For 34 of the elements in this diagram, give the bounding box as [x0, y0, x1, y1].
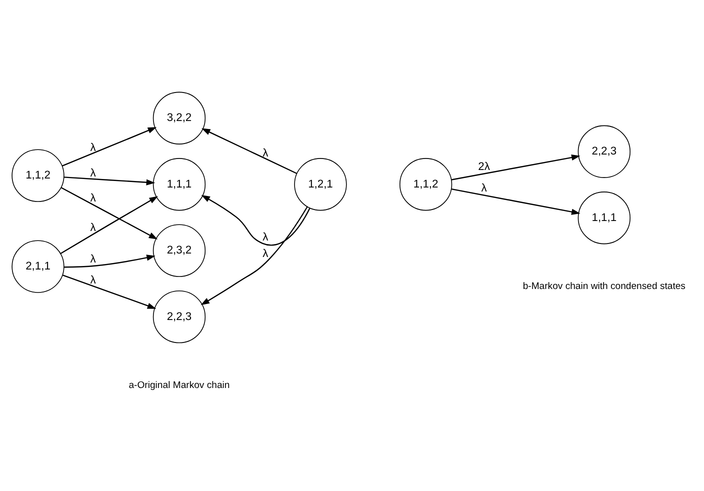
arrow [64, 176, 156, 185]
edge-label: λ [262, 147, 268, 160]
node-circle: 2,3,2 [152, 224, 206, 276]
arrow [200, 206, 308, 305]
node-circle: 1,1,1 [578, 191, 630, 244]
node-circle: 1,2,1 [294, 158, 347, 210]
edge-label: λ [90, 253, 96, 266]
edge-label: λ [90, 221, 96, 234]
arrow [451, 188, 580, 214]
arrow [201, 128, 298, 174]
node-circle: 1,1,1 [152, 158, 206, 210]
edge-label: λ [90, 192, 96, 204]
edge-label: λ [262, 230, 268, 243]
node-circle: 2,2,3 [578, 124, 630, 178]
edge-label: λ [481, 182, 487, 194]
node-circle: 1,1,2 [12, 148, 64, 202]
arrow [64, 254, 156, 268]
arrow [451, 154, 580, 180]
label: b-Markov chain with condensed states [522, 280, 686, 292]
arrow [60, 196, 158, 254]
node-circle: 3,2,2 [152, 91, 206, 144]
edge-label: λ [90, 142, 96, 154]
edge-label: λ [262, 248, 268, 260]
node-circle: 2,1,1 [12, 240, 64, 292]
label: a-Original Markov chain [128, 379, 230, 390]
arrow [201, 194, 310, 246]
node-circle: 2,2,3 [152, 290, 206, 343]
arrow [60, 186, 158, 239]
arrow [62, 126, 157, 166]
edge-label: λ [90, 167, 96, 180]
node-circle: 1,1,2 [399, 158, 452, 210]
arrow [62, 274, 156, 308]
edge-label: λ [90, 274, 96, 286]
edge-label: 2λ [478, 160, 490, 173]
